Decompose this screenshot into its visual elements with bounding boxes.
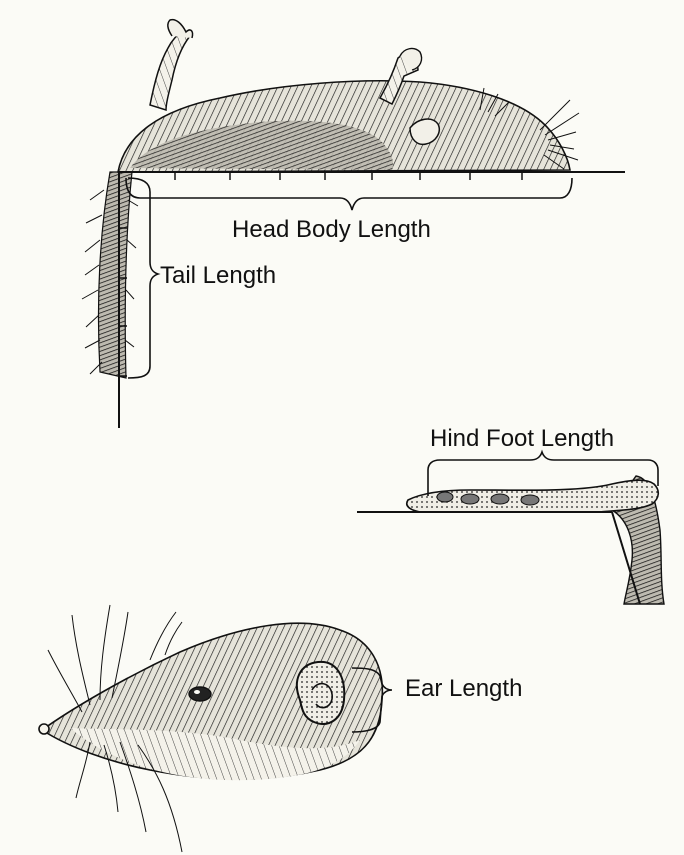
tail-bracket bbox=[128, 178, 158, 378]
eye-highlight bbox=[194, 690, 200, 694]
head-illustration bbox=[39, 605, 392, 852]
nose bbox=[39, 724, 49, 734]
tail-fur bbox=[98, 172, 132, 378]
hind-foot-illustration bbox=[357, 452, 664, 604]
ruler-ticks-horizontal bbox=[175, 172, 522, 180]
hind-foot-length-label: Hind Foot Length bbox=[430, 427, 614, 451]
ear-shape bbox=[297, 662, 344, 724]
raised-hind-leg bbox=[150, 30, 190, 110]
raised-foot bbox=[168, 20, 193, 38]
ear-length-label: Ear Length bbox=[405, 677, 522, 701]
tail-length-label: Tail Length bbox=[160, 264, 276, 288]
head-body-bracket bbox=[126, 178, 572, 210]
eye bbox=[189, 687, 211, 701]
head-body-length-label: Head Body Length bbox=[232, 218, 431, 242]
